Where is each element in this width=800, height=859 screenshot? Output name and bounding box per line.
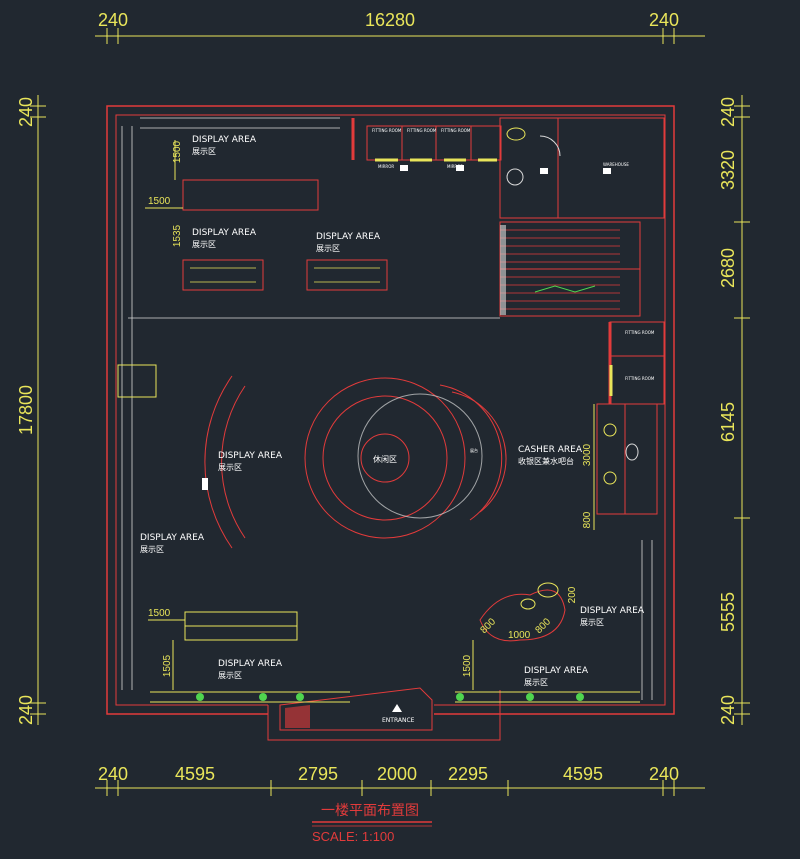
front-shelves xyxy=(150,691,640,703)
dim-right-1: 3320 xyxy=(718,150,738,190)
area-label-cn-3: 展示区 xyxy=(316,244,340,253)
back-rooms: FITTING ROOM FITTING ROOM FITTING ROOM M… xyxy=(351,117,665,219)
area-label-en-6: DISPLAY AREA xyxy=(580,606,645,616)
dim-right-4: 5555 xyxy=(718,592,738,632)
area-label-cn-4: 展示区 xyxy=(218,463,242,472)
fitting-room-label-4: FITTING ROOM xyxy=(625,330,655,335)
dim-bottom-5: 4595 xyxy=(563,764,603,784)
dim-top-center: 16280 xyxy=(365,10,415,30)
fitting-room-label-5: FITTING ROOM xyxy=(625,376,655,381)
dim-bottom-2: 2795 xyxy=(298,764,338,784)
stage-label: 展台 xyxy=(470,447,478,453)
dim-1500b: 1500 xyxy=(148,196,171,207)
mirror-label-1: MIRROR xyxy=(378,164,394,169)
dim-left-2: 240 xyxy=(16,695,36,725)
fitting-room-label-1: FITTING ROOM xyxy=(372,128,402,133)
dim-bottom-1: 4595 xyxy=(175,764,215,784)
column-marker xyxy=(117,364,157,398)
dim-right-0: 240 xyxy=(718,97,738,127)
top-wall-shelving xyxy=(140,117,340,129)
dim-1535: 1535 xyxy=(172,224,183,247)
dim-bottom-6: 240 xyxy=(649,764,679,784)
area-label-cn-6: 展示区 xyxy=(580,618,604,627)
title-text: 一楼平面布置图 xyxy=(321,803,419,819)
mirror-label-2: MIRROR xyxy=(447,164,463,169)
area-label-cn-5: 展示区 xyxy=(140,545,164,554)
right-dimension: 240 3320 2680 6145 5555 240 xyxy=(718,95,750,725)
cashier-counter: CASHER AREA 收银区兼水吧台 3000 800 xyxy=(518,403,658,530)
staircase xyxy=(128,221,641,319)
left-dimension: 240 17800 240 xyxy=(16,95,46,725)
dim-800: 800 xyxy=(582,511,593,528)
dim-bottom-0: 240 xyxy=(98,764,128,784)
dim-right-2: 2680 xyxy=(718,248,738,288)
warehouse-label: WAREHOUSE xyxy=(603,162,629,167)
area-label-en-5: DISPLAY AREA xyxy=(140,533,205,543)
island-display xyxy=(479,582,566,642)
area-label-cn-2: 展示区 xyxy=(192,240,216,249)
area-label-en-7: DISPLAY AREA xyxy=(218,659,283,669)
dim-200: 200 xyxy=(567,586,578,603)
area-label-en-8: DISPLAY AREA xyxy=(524,666,589,676)
lounge-circle: 休闲区 展台 xyxy=(304,377,507,539)
right-wall-shelving xyxy=(641,540,653,700)
area-label-cn-1: 展示区 xyxy=(192,147,216,156)
fitting-room-label-2: FITTING ROOM xyxy=(407,128,437,133)
dim-right-3: 6145 xyxy=(718,402,738,442)
dim-1505: 1505 xyxy=(162,654,173,677)
area-label-cn-8: 展示区 xyxy=(524,678,548,687)
dim-right-5: 240 xyxy=(718,695,738,725)
dim-bottom-3: 2000 xyxy=(377,764,417,784)
bottom-dimension: 240 4595 2795 2000 2295 4595 240 xyxy=(95,764,705,796)
dim-bottom-4: 2295 xyxy=(448,764,488,784)
right-rooms: FITTING ROOM FITTING ROOM xyxy=(608,321,665,405)
area-label-en-3: DISPLAY AREA xyxy=(316,232,381,242)
left-wall-shelving xyxy=(121,126,133,690)
dim-3000: 3000 xyxy=(582,443,593,466)
area-label-en-1: DISPLAY AREA xyxy=(192,135,257,145)
fitting-room-label-3: FITTING ROOM xyxy=(441,128,471,133)
top-dimension: 240 16280 240 xyxy=(95,10,705,44)
dim-left-0: 240 xyxy=(16,97,36,127)
dim-800b: 800 xyxy=(478,616,498,636)
dim-top-right: 240 xyxy=(649,10,679,30)
entrance-marker: ENTRANCE xyxy=(376,704,422,724)
dim-1500a: 1500 xyxy=(172,140,183,163)
area-label-en-2: DISPLAY AREA xyxy=(192,228,257,238)
scale-text: SCALE: 1:100 xyxy=(312,829,394,844)
entrance-label: ENTRANCE xyxy=(382,717,415,724)
cashier-area-cn: 收银区兼水吧台 xyxy=(518,456,574,466)
dim-top-left: 240 xyxy=(98,10,128,30)
area-label-en-4: DISPLAY AREA xyxy=(218,451,283,461)
drawing-title: 一楼平面布置图 SCALE: 1:100 xyxy=(312,803,432,844)
gondola-racks xyxy=(182,179,388,641)
area-labels: DISPLAY AREA 展示区 DISPLAY AREA 展示区 DISPLA… xyxy=(140,135,645,687)
lounge-label: 休闲区 xyxy=(373,454,397,464)
cashier-area-en: CASHER AREA xyxy=(518,445,583,455)
area-label-cn-7: 展示区 xyxy=(218,671,242,680)
outer-walls xyxy=(106,105,675,741)
left-curved-display xyxy=(202,375,246,549)
dim-1000: 1000 xyxy=(508,630,531,641)
dim-left-1: 17800 xyxy=(16,385,36,435)
dim-1500d: 1500 xyxy=(462,654,473,677)
dim-1500c: 1500 xyxy=(148,608,171,619)
